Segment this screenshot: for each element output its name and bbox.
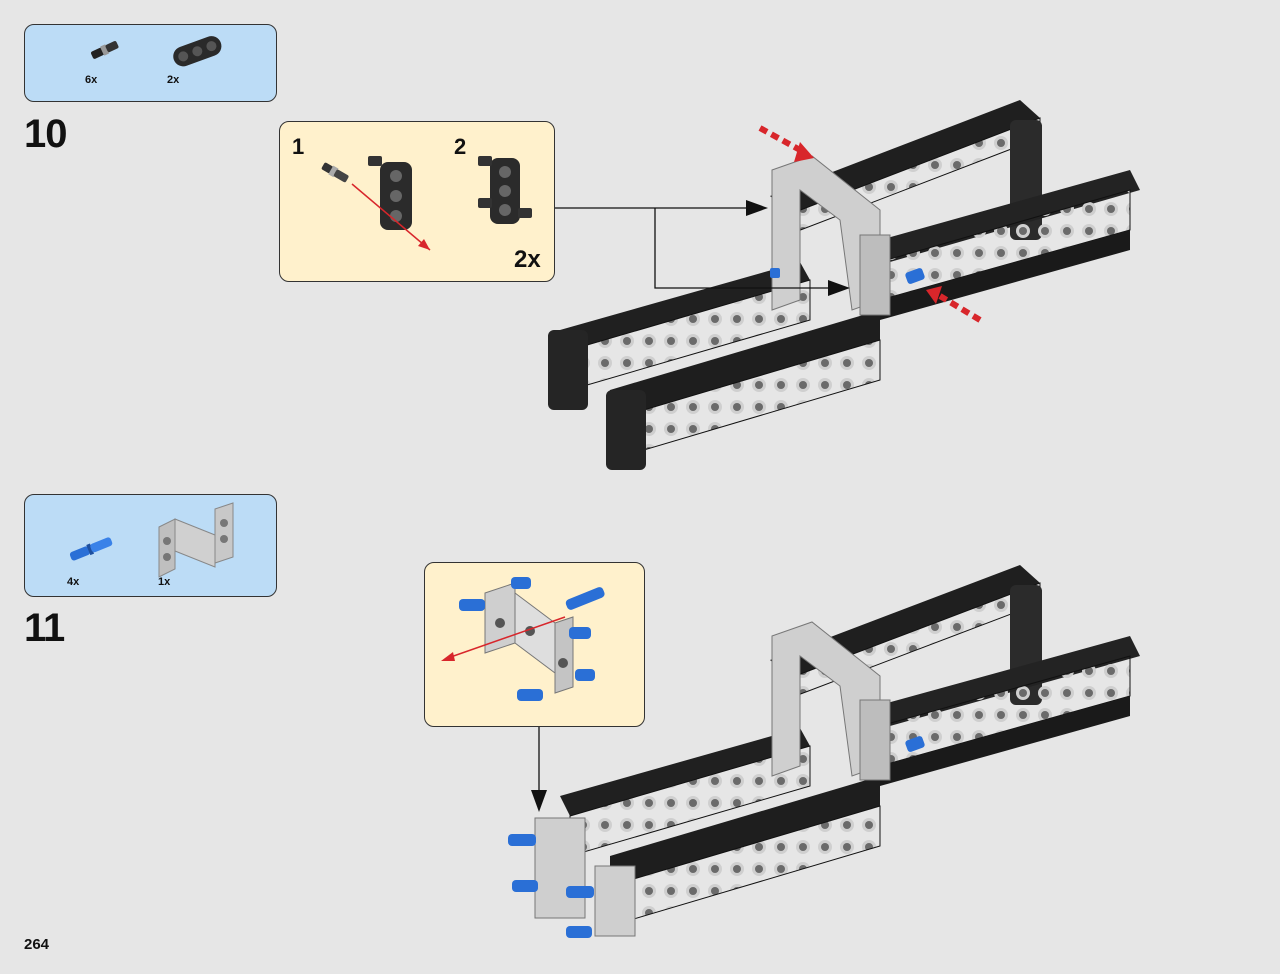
substep-1-illustration [321, 156, 431, 251]
substep-2-illustration [478, 156, 532, 224]
substep-2-label: 2 [454, 134, 467, 159]
substep-1-label: 1 [292, 134, 305, 159]
red-insert-arrow-bottom [926, 286, 982, 323]
black-beam-3-icon [173, 36, 222, 67]
step11-leader-arrowhead [531, 790, 547, 812]
step10-subassembly-callout: 1 2 2x [279, 121, 555, 282]
step11-parts-box: 4x 1x [24, 494, 277, 597]
black-axle-pin-icon [91, 41, 119, 59]
page-number: 264 [24, 936, 50, 953]
step10-leader-arrows [555, 207, 842, 289]
step11-subassembly-illustration [441, 577, 605, 701]
step-number-11: 11 [24, 606, 65, 650]
part-qty-blue-pin: 4x [67, 576, 80, 588]
blue-axle-pin-icon [69, 537, 113, 561]
leader-arrowhead-1 [746, 200, 768, 216]
step10-model [548, 100, 1140, 470]
step10-parts-box: 6x 2x [24, 24, 277, 102]
multiplier-label: 2x [514, 246, 541, 273]
step11-subassembly-callout [424, 562, 645, 727]
step11-model [508, 565, 1140, 938]
step-number-10: 10 [24, 112, 67, 156]
gray-frame-icon [158, 502, 234, 578]
red-insert-arrow-top [758, 125, 814, 162]
leader-arrowhead-2 [828, 280, 850, 296]
part-qty-axle-pin: 6x [85, 74, 98, 86]
part-qty-beam: 2x [167, 74, 180, 86]
part-qty-frame: 1x [158, 576, 171, 588]
